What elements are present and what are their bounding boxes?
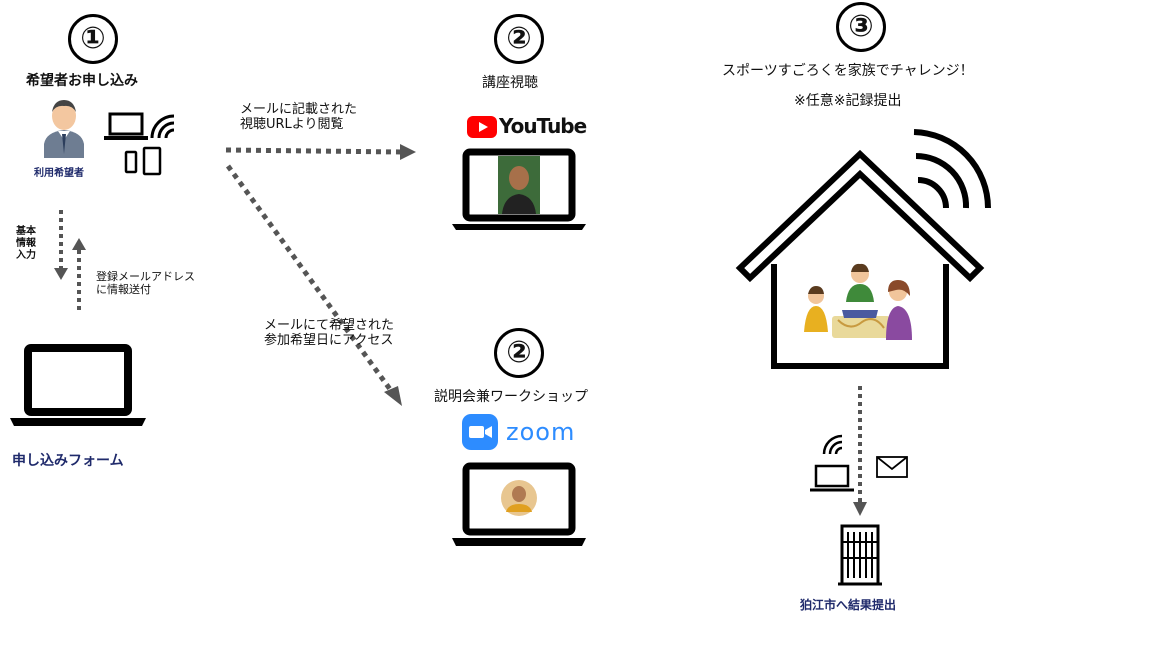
arrow-down-label: 基本 情報 入力 xyxy=(16,226,36,261)
arrow-to-zoom-label: メールにて希望された 参加希望日にアクセス xyxy=(264,318,395,348)
zoom-brand: zoom xyxy=(506,418,576,446)
wifi-icon xyxy=(150,114,175,139)
step1-number: ① xyxy=(68,14,118,64)
arrow-up-label: 登録メールアドレス に情報送付 xyxy=(96,270,195,296)
arrow-to-city xyxy=(853,386,867,516)
youtube-laptop-icon xyxy=(452,148,586,230)
city-hall-building-icon xyxy=(838,524,882,586)
step2a-number: ② xyxy=(494,14,544,64)
arrow-down-basic-info xyxy=(54,210,68,280)
step2a-title: 講座視聴 xyxy=(482,75,538,91)
small-laptop-icon xyxy=(104,112,148,140)
user-caption: 利用希望者 xyxy=(34,168,84,179)
step3-number: ③ xyxy=(836,2,886,52)
submit-wifi-icon xyxy=(822,434,843,455)
family-playing-icon xyxy=(804,263,912,340)
person-icon xyxy=(44,100,84,158)
form-laptop-icon xyxy=(10,344,146,426)
house-icon xyxy=(735,149,985,369)
youtube-logo-icon xyxy=(467,116,497,138)
step3-subtitle: ※任意※記録提出 xyxy=(794,93,902,109)
arrow-up-email xyxy=(72,238,86,310)
youtube-brand: YouTube xyxy=(499,114,587,138)
zoom-laptop-icon xyxy=(452,462,586,546)
step2b-number: ② xyxy=(494,328,544,378)
submit-laptop-icon xyxy=(810,464,854,492)
form-caption: 申し込みフォーム xyxy=(12,453,124,469)
mail-icon xyxy=(876,456,908,478)
arrow-to-youtube-label: メールに記載された 視聴URLより閲覧 xyxy=(240,102,358,132)
step2b-title: 説明会兼ワークショップ xyxy=(434,389,588,405)
phone-tablet-icon xyxy=(124,146,162,176)
submit-caption: 狛江市へ結果提出 xyxy=(800,598,897,612)
wifi-signal-icon xyxy=(913,129,991,209)
zoom-logo-icon xyxy=(462,414,498,450)
step1-title: 希望者お申し込み xyxy=(26,73,138,89)
step3-title: スポーツすごろくを家族でチャレンジ！ xyxy=(722,63,974,79)
